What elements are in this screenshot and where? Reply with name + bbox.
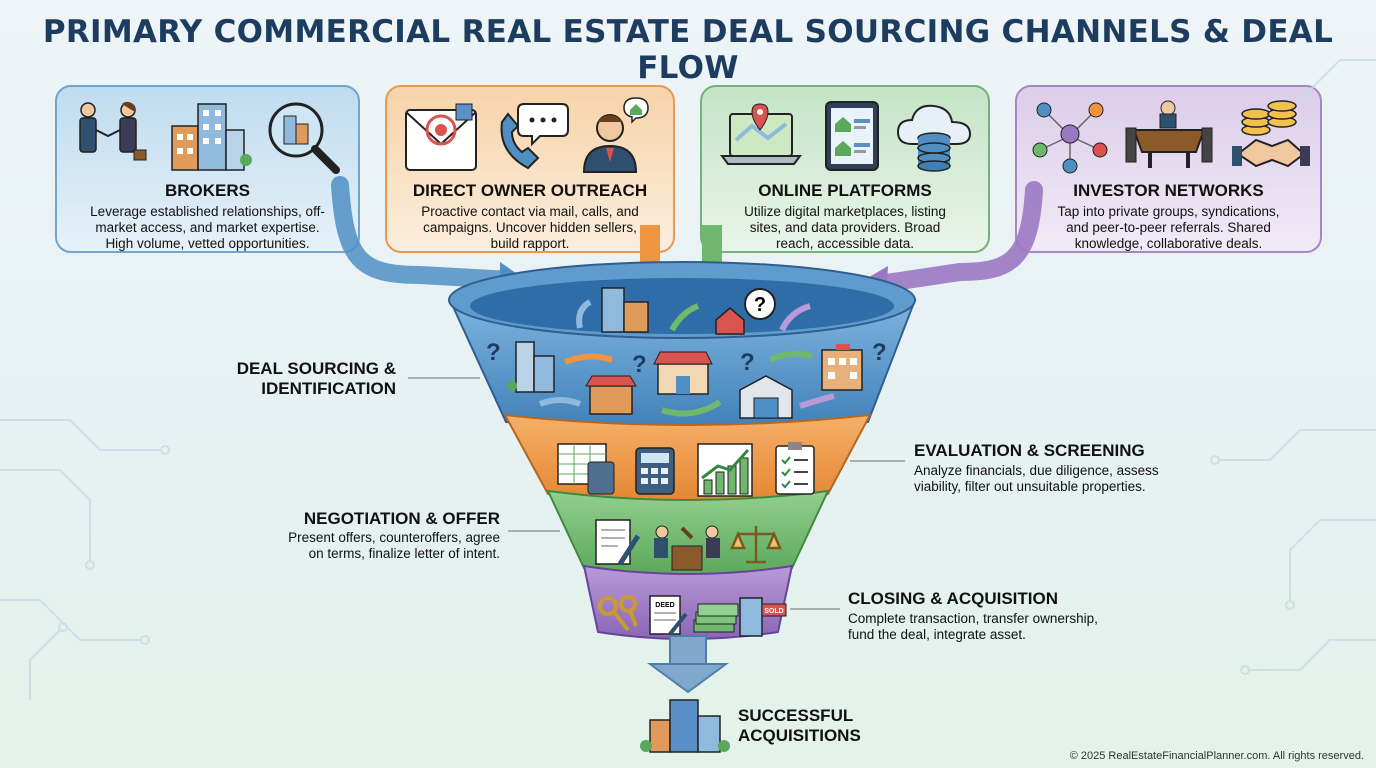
stage-title-line: IDENTIFICATION (261, 379, 396, 398)
desc-line: fund the deal, integrate asset. (848, 627, 1026, 642)
channel-desc: Tap into private groups, syndications, a… (1017, 204, 1320, 252)
channel-title: INVESTOR NETWORKS (1073, 181, 1264, 200)
desc-line: Analyze financials, due diligence, asses… (914, 463, 1159, 478)
question-bubble-icon: ? (744, 288, 776, 320)
sold-label: SOLD (764, 608, 783, 615)
stage-title-line: ACQUISITIONS (738, 726, 861, 745)
desc-line: and peer-to-peer referrals. Shared (1066, 220, 1271, 235)
funnel-office-icon (821, 344, 863, 391)
desc-line: Tap into private groups, syndications, (1057, 204, 1280, 219)
copyright-footer: © 2025 RealEstateFinancialPlanner.com. A… (1069, 750, 1364, 762)
leader-lines (408, 377, 905, 610)
stage-title-line: SUCCESSFUL (738, 706, 854, 725)
stage-label-result: SUCCESSFUL ACQUISITIONS (738, 706, 861, 746)
stage-label-negotiation: NEGOTIATION & OFFER (303, 509, 500, 528)
channel-desc: Leverage established relationships, off-… (57, 204, 358, 252)
cloud-database-icon (896, 104, 972, 172)
question-mark: ? (740, 349, 755, 376)
checklist-icon (775, 442, 815, 495)
desc-line: on terms, finalize letter of intent. (308, 546, 500, 561)
stage-title-line: DEAL SOURCING & (236, 359, 396, 378)
funnel-city-icon (507, 341, 555, 393)
question-mark: ? (754, 294, 766, 316)
desc-line: viability, filter out unsuitable propert… (914, 479, 1146, 494)
stage-desc-negotiation: Present offers, counteroffers, agree on … (250, 530, 500, 562)
stage-label-closing: CLOSING & ACQUISITION (848, 589, 1058, 608)
desc-line: Utilize digital marketplaces, listing (744, 204, 946, 219)
growth-chart-icon (697, 443, 753, 497)
deed-document-icon: DEED (649, 595, 688, 636)
desc-line: High volume, vetted opportunities. (105, 236, 310, 251)
funnel-storefront-icon (653, 351, 713, 395)
desc-line: build rapport. (490, 236, 570, 251)
tablet-listing-icon (825, 101, 879, 171)
scales-icon (730, 526, 782, 564)
desc-line: Present offers, counteroffers, agree (288, 530, 500, 545)
funnel-swirl-arrows (538, 299, 835, 417)
channel-title: ONLINE PLATFORMS (758, 181, 932, 200)
successful-acquisitions-building-icon (640, 699, 730, 753)
keys-icon (598, 595, 638, 632)
funnel-warehouse-icon (739, 375, 793, 419)
desc-line: reach, accessible data. (775, 236, 915, 251)
desc-line: Proactive contact via mail, calls, and (421, 204, 639, 219)
coins-handshake-icon (1232, 100, 1310, 168)
desc-line: knowledge, collaborative deals. (1074, 236, 1263, 251)
document-pen-icon (595, 519, 641, 566)
funnel-shop-icon (585, 375, 637, 415)
circuit-decoration (0, 59, 1376, 700)
money-stack-icon (693, 603, 739, 633)
channel-card-brokers: BROKERS Leverage established relationshi… (55, 85, 360, 253)
negotiation-table-icon (654, 525, 720, 571)
network-people-icon (1032, 102, 1108, 174)
channel-title: DIRECT OWNER OUTREACH (412, 181, 648, 200)
funnel-output-arrow (646, 635, 730, 694)
stage-desc-evaluation: Analyze financials, due diligence, asses… (914, 463, 1159, 495)
sold-building-icon: SOLD (739, 597, 787, 637)
question-mark: ? (486, 339, 501, 366)
magnifier-building-icon (268, 102, 340, 174)
spreadsheet-calculator-icon (557, 443, 615, 495)
owner-house-icon (582, 97, 649, 173)
channel-title: BROKERS (164, 181, 250, 200)
buildings-icon (171, 103, 252, 171)
stage-desc-closing: Complete transaction, transfer ownership… (848, 611, 1098, 643)
meeting-table-icon (1125, 100, 1213, 168)
question-icons: ? ? ? ? (486, 339, 887, 378)
stage-label-evaluation: EVALUATION & SCREENING (914, 441, 1145, 460)
calculator-icon (635, 447, 675, 495)
desc-line: sites, and data providers. Broad (749, 220, 941, 235)
funnel-top-buildings-icon (601, 287, 649, 333)
laptop-map-icon (720, 103, 802, 165)
desc-line: Leverage established relationships, off- (90, 204, 325, 219)
question-mark: ? (632, 351, 647, 378)
page-title: PRIMARY COMMERCIAL REAL ESTATE DEAL SOUR… (42, 14, 1334, 86)
deed-label: DEED (655, 602, 674, 609)
question-mark: ? (872, 339, 887, 366)
desc-line: market access, and market expertise. (95, 220, 320, 235)
desc-line: campaigns. Uncover hidden sellers, (423, 220, 637, 235)
funnel-top-house-icon (715, 307, 745, 335)
channel-desc: Utilize digital marketplaces, listing si… (702, 204, 988, 252)
desc-line: Complete transaction, transfer ownership… (848, 611, 1098, 626)
handshake-people-icon (79, 101, 147, 161)
stage-label-sourcing: DEAL SOURCING & IDENTIFICATION (228, 359, 396, 399)
channel-desc: Proactive contact via mail, calls, and c… (387, 204, 673, 252)
phone-chat-icon (500, 103, 569, 170)
target-envelope-icon (405, 103, 477, 171)
